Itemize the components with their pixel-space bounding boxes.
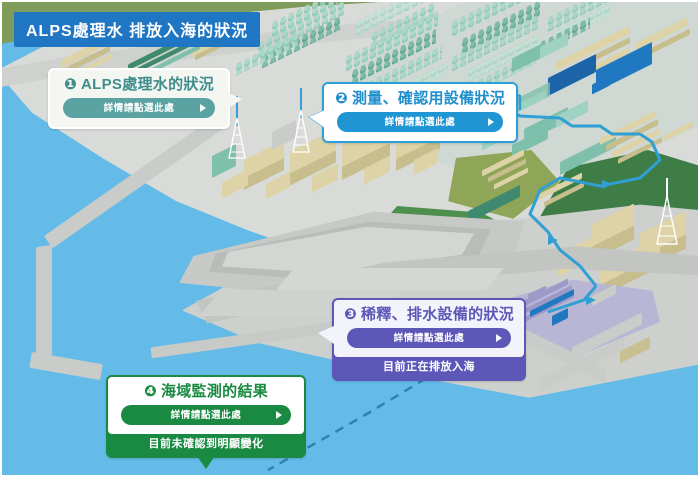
panel2-title-text: 測量、確認用設備狀況 (352, 90, 506, 107)
panel1-button-label: 詳情請點選此處 (103, 102, 175, 114)
panel3-status-badge: 目前正在排放入海 (383, 361, 475, 374)
panel2-number: ❷ (334, 90, 348, 107)
panel2-pointer-tail (309, 110, 325, 128)
panel1-title-text: ALPS處理水的狀況 (81, 76, 215, 93)
panel2-button-label: 詳情請點選此處 (384, 116, 456, 128)
vent-stack (228, 96, 246, 159)
panel3-pointer-tail (318, 326, 334, 344)
panel3-button-label: 詳情請點選此處 (393, 332, 465, 344)
panel4-title-text: 海域監測的結果 (160, 383, 269, 400)
panel1-pointer-tail (226, 92, 242, 110)
right-triangle-icon (276, 411, 282, 420)
panel1-number: ❶ (63, 76, 77, 93)
panel1-detail-button[interactable]: 詳情請點選此處 (63, 98, 215, 119)
right-triangle-icon (496, 334, 502, 343)
vent-stack (656, 178, 678, 248)
right-triangle-icon (488, 118, 494, 127)
panel3-detail-button[interactable]: 詳情請點選此處 (347, 328, 511, 349)
right-triangle-icon (200, 104, 206, 113)
panel4-status-badge: 目前未確認到明顯變化 (148, 438, 264, 451)
panel3-number: ❸ (344, 306, 358, 323)
panel4-number: ❹ (143, 383, 157, 400)
panel2-detail-button[interactable]: 詳情請點選此處 (337, 112, 503, 133)
panel4-pointer-tail (197, 456, 215, 470)
panel4-button-label: 詳情請點選此處 (170, 409, 242, 421)
panel4-detail-button[interactable]: 詳情請點選此處 (121, 405, 291, 426)
page-title: ALPS處理水 排放入海的狀況 (14, 12, 261, 47)
panel3-title-text: 稀釋、排水設備的狀況 (361, 306, 515, 323)
vent-stack (292, 88, 310, 153)
